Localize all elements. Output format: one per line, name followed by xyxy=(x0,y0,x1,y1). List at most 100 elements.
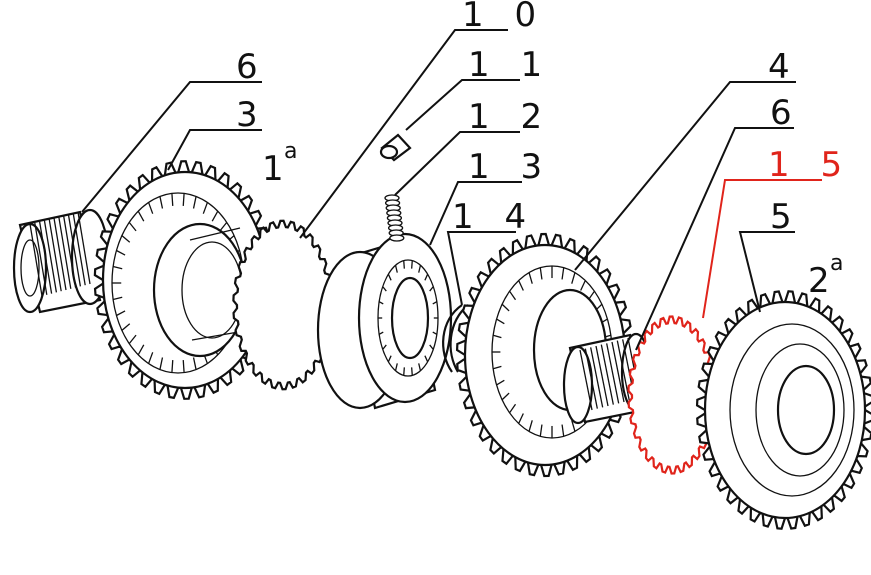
hub-spline xyxy=(418,265,422,273)
callout-12: 1 2 xyxy=(468,97,552,137)
gear-reverse-dog-teeth xyxy=(518,280,524,291)
callout-4: 4 xyxy=(768,47,800,87)
label-second-gear-sup: a xyxy=(830,251,843,276)
needle-roller-right xyxy=(606,343,620,404)
callout-5: 5 xyxy=(770,197,802,237)
gear-first-dog-teeth xyxy=(121,235,131,243)
hub-spline xyxy=(387,355,392,363)
hub-spline xyxy=(403,260,405,269)
gear-first-dog-teeth xyxy=(171,193,174,206)
gear-reverse-dog-teeth xyxy=(492,365,502,370)
gear-first-dog-teeth xyxy=(159,196,164,209)
gear-reverse-dog-teeth xyxy=(496,318,505,325)
needle-bearing-left xyxy=(12,208,110,314)
gear-reverse-dog-teeth xyxy=(580,280,586,291)
callout-13: 1 3 xyxy=(468,147,552,187)
hub-spline xyxy=(424,273,429,281)
gear-first-dog-teeth xyxy=(112,296,123,301)
gear-reverse-dog-teeth xyxy=(561,267,565,280)
gear-second xyxy=(695,290,871,530)
hub-spline xyxy=(378,331,384,335)
gear-first-dog-teeth xyxy=(137,210,145,222)
needle-roller-right xyxy=(595,345,609,407)
needle-roller-right xyxy=(590,347,604,408)
hub-spline xyxy=(378,301,384,305)
needle-roller-left xyxy=(29,223,43,297)
gear-first-dog-teeth xyxy=(171,360,174,373)
gear-first-dog-teeth xyxy=(116,249,126,256)
leader-lines xyxy=(81,29,822,351)
gear-first-dog-teeth xyxy=(219,221,228,232)
gear-first-dog-teeth xyxy=(182,193,185,206)
needle-roller-left xyxy=(48,219,62,292)
needle-roller-left xyxy=(38,221,53,294)
gear-first-dog-teeth xyxy=(192,357,197,370)
gear-reverse-dog-teeth xyxy=(496,379,505,386)
gear-first-dog-teeth xyxy=(147,352,154,364)
hub-spline xyxy=(432,301,438,305)
spring-coil xyxy=(389,234,405,242)
hub-spline xyxy=(411,260,413,269)
gear-reverse-dog-teeth xyxy=(528,272,533,284)
needle-roller-left xyxy=(58,216,72,289)
hub-spline xyxy=(424,355,429,363)
label-first-gear-number: 1 xyxy=(262,149,284,189)
gear-reverse-dog-teeth xyxy=(501,392,510,401)
gear-reverse-dog-teeth xyxy=(561,424,565,437)
hub-spline xyxy=(382,344,387,350)
hub-spline xyxy=(418,363,422,371)
gear-reverse-dog-teeth xyxy=(518,413,524,424)
gear-reverse-dog-teeth xyxy=(571,420,576,432)
synchro-hub-sleeve xyxy=(316,232,453,410)
callout-15: 1 5 xyxy=(768,145,852,185)
hub-spline xyxy=(394,265,398,273)
synchro-ring-second xyxy=(627,315,717,475)
synchro-ring-second-teeth xyxy=(627,315,717,475)
gear-first-dog-teeth xyxy=(116,310,126,317)
synchro-ring-first-teeth xyxy=(232,219,334,391)
gear-first-dog-teeth xyxy=(192,196,197,209)
needle-roller-left xyxy=(62,215,77,288)
gear-reverse-dog-teeth xyxy=(501,303,510,312)
hub-spline xyxy=(387,273,392,281)
needle-roller-left xyxy=(53,217,67,291)
gear-first-dog-teeth xyxy=(112,265,123,270)
needle-roller-left xyxy=(34,222,48,295)
gear-first xyxy=(93,160,277,400)
needle-roller-left xyxy=(67,214,82,287)
needle-roller-left xyxy=(77,211,91,285)
gear-first-dog-teeth xyxy=(128,221,137,232)
label-second-gear-number: 2 xyxy=(808,261,830,301)
hub-spline xyxy=(394,363,398,371)
hub-spline xyxy=(382,286,387,292)
gear-first-dog-teeth xyxy=(211,210,219,222)
needle-roller-right xyxy=(579,349,593,411)
detent-spring xyxy=(384,194,405,242)
needle-roller-right xyxy=(616,340,630,401)
gear-first-dog-teeth xyxy=(128,334,137,345)
label-first-gear: 1 a xyxy=(262,139,297,189)
label-second-gear: 2 a xyxy=(808,251,843,301)
callout-11: 1 1 xyxy=(468,45,552,85)
needle-roller-right xyxy=(600,344,614,405)
gear-first-dog-teeth xyxy=(137,344,145,356)
gear-first-dog-teeth xyxy=(121,323,131,331)
detent-pin xyxy=(379,133,412,162)
hub-spline xyxy=(411,367,413,376)
gear-reverse-dog-teeth xyxy=(571,272,576,284)
needle-roller-left xyxy=(43,220,58,293)
gear-reverse-dog-teeth xyxy=(492,334,502,339)
synchro-ring-first xyxy=(232,219,334,391)
hub-spline xyxy=(429,344,434,350)
gear-first-dog-teeth xyxy=(202,202,209,214)
callout-6-right: 6 xyxy=(770,93,802,133)
gear-reverse-dog-teeth xyxy=(509,403,517,414)
gear-first-dog-teeth xyxy=(159,357,164,370)
gear-reverse-dog-teeth xyxy=(509,290,517,301)
gear-first-dog-teeth xyxy=(182,360,185,373)
gear-reverse-dog-teeth xyxy=(539,267,543,280)
callout-14: 1 4 xyxy=(452,197,536,237)
gear-reverse-dog-teeth xyxy=(539,424,543,437)
needle-roller-right xyxy=(611,341,625,403)
